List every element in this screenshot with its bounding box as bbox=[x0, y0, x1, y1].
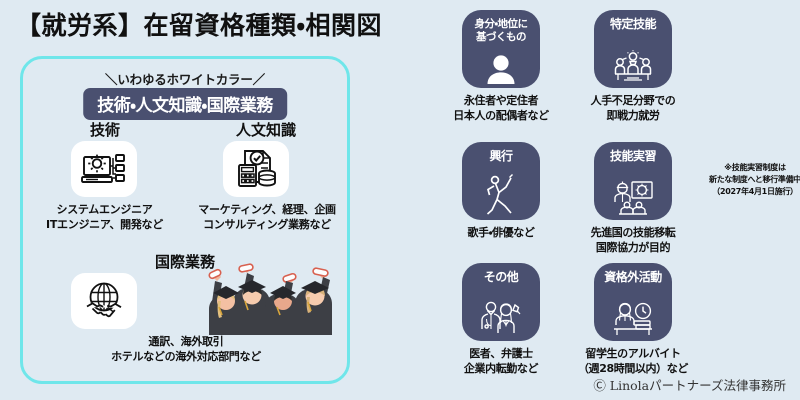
card-title-other: その他 bbox=[483, 270, 519, 284]
training-gear-icon bbox=[594, 180, 672, 216]
card-technical-intern[interactable]: 技能実習 bbox=[594, 142, 672, 220]
card-entertainment[interactable]: 興行 bbox=[462, 142, 540, 220]
card-title-technical-intern: 技能実習 bbox=[609, 149, 657, 163]
graduates-illustration bbox=[195, 257, 347, 335]
copyright-footer: Ⓒ Linolaパートナーズ法律事務所 bbox=[593, 378, 786, 393]
sub-label-technology: 技術 bbox=[89, 121, 120, 139]
card-title-specified-skills: 特定技能 bbox=[609, 17, 657, 31]
technical-intern-note: ※技能実習制度は 新たな制度へと移行準備中 （2027年4月1日施行） bbox=[709, 163, 800, 196]
page-title: 【就労系】在留資格種類・相関図 bbox=[16, 11, 383, 40]
card-title-entertainment: 興行 bbox=[489, 149, 513, 163]
white-collar-panel: ＼いわゆるホワイトカラー／ 技術・人文知識・国際業務 技術 システムエンジニア … bbox=[20, 56, 350, 384]
sub-label-humanities: 人文知識 bbox=[235, 121, 296, 139]
dancer-icon bbox=[462, 172, 540, 216]
card-outside-activity[interactable]: 資格外活動 bbox=[594, 263, 672, 341]
globe-handshake-icon bbox=[71, 273, 137, 329]
card-status-based[interactable]: 身分・地位に 基づくもの bbox=[462, 10, 540, 88]
white-collar-lead: ＼いわゆるホワイトカラー／ bbox=[105, 72, 265, 87]
visa-category-badge: 技術・人文知識・国際業務 bbox=[83, 88, 287, 120]
card-other[interactable]: その他 bbox=[462, 263, 540, 341]
caption-status-based: 永住者や定住者 日本人の配偶者など bbox=[453, 94, 549, 122]
sub-label-international: 国際業務 bbox=[154, 253, 215, 271]
card-title-status-based: 身分・地位に 基づくもの bbox=[474, 18, 528, 43]
caption-other: 医者、弁護士 企業内転勤など bbox=[463, 347, 539, 375]
card-title-outside-activity: 資格外活動 bbox=[604, 270, 662, 284]
computer-gear-icon bbox=[71, 141, 137, 197]
card-specified-skills[interactable]: 特定技能 bbox=[594, 10, 672, 88]
caption-technology: システムエンジニア ITエンジニア、開発など bbox=[46, 203, 163, 231]
caption-international: 通訳、海外取引 ホテルなどの海外対応部門など bbox=[111, 335, 261, 363]
caption-outside-activity: 留学生のアルバイト （週28時間以内）など bbox=[578, 347, 688, 375]
caption-humanities: マーケティング、経理、企画 コンサルティング業務など bbox=[198, 203, 336, 231]
student-clock-icon bbox=[594, 301, 672, 337]
person-icon bbox=[462, 54, 540, 84]
teamwork-idea-icon bbox=[594, 50, 672, 84]
doctor-lawyer-icon bbox=[462, 299, 540, 337]
caption-specified-skills: 人手不足分野での 即戦力就労 bbox=[590, 94, 676, 122]
caption-entertainment: 歌手・俳優など bbox=[467, 226, 535, 239]
caption-technical-intern: 先進国の技能移転 国際協力が目的 bbox=[590, 226, 676, 254]
document-calculator-icon bbox=[223, 141, 289, 197]
